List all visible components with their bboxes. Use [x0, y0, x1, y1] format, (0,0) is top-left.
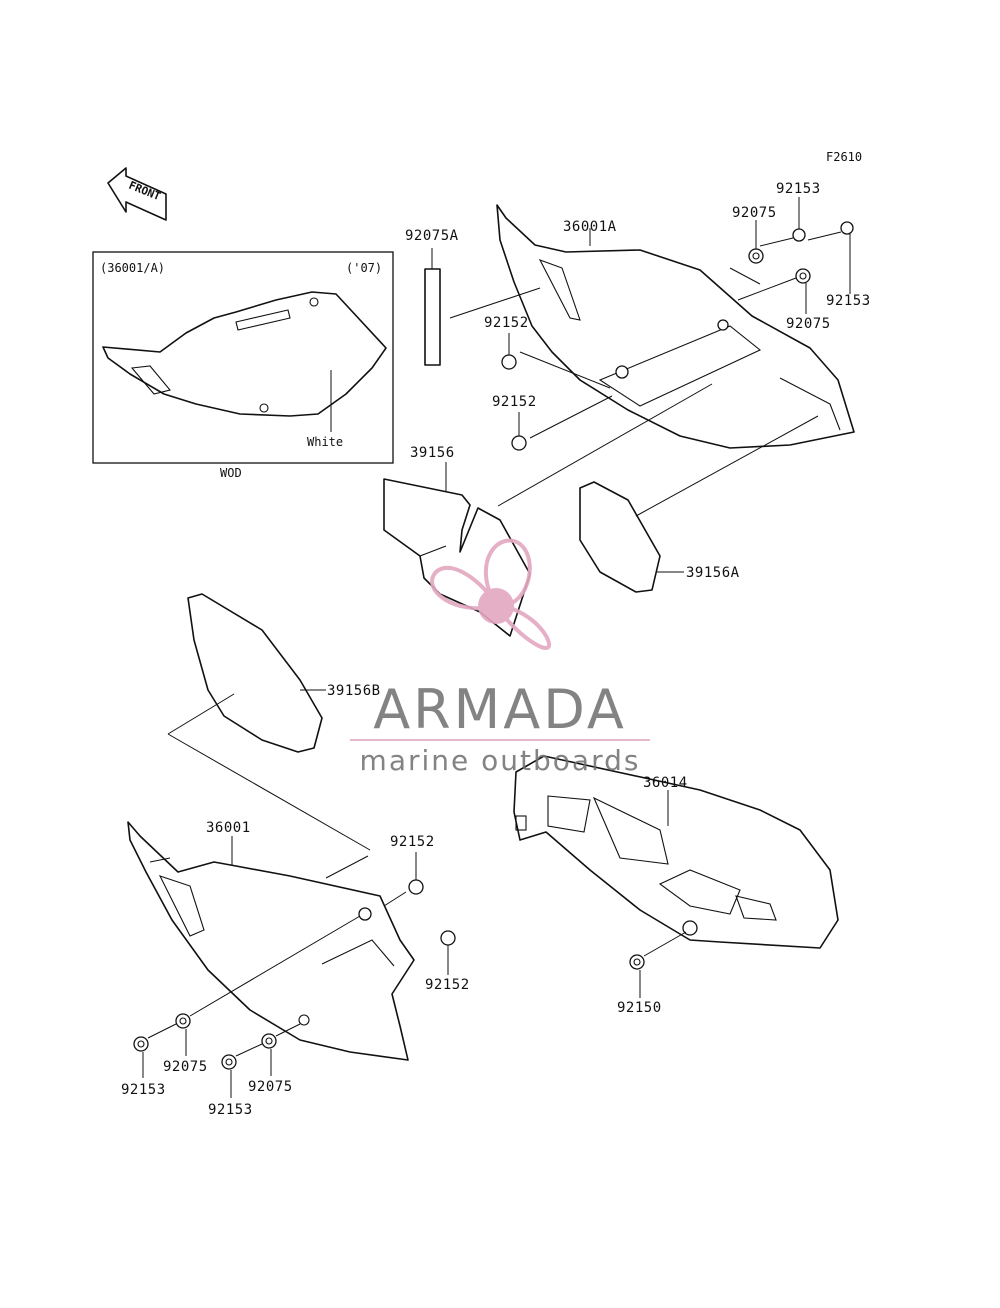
- propeller-logo-icon: [430, 538, 552, 650]
- hardware-top-right: [729, 197, 854, 314]
- callout-39156A: 39156A: [686, 565, 740, 581]
- callout-92075-top-right: 92075: [786, 316, 831, 332]
- grommet-bl-upper: [383, 852, 424, 907]
- watermark: ARMADA marine outboards: [350, 538, 650, 777]
- callout-92152-bl-upper: 92152: [390, 834, 435, 850]
- figure-code: F2610: [826, 150, 862, 164]
- inset-caption: WOD: [220, 466, 242, 480]
- part-36014: [513, 755, 839, 949]
- part-39156A: [579, 415, 819, 593]
- grommet-upper: [501, 333, 611, 389]
- callout-36014: 36014: [643, 775, 688, 791]
- callout-36001A: 36001A: [563, 219, 617, 235]
- callout-39156: 39156: [410, 445, 455, 461]
- inset-part-ref: (36001/A): [100, 261, 165, 275]
- callout-92153-top-left: 92153: [776, 181, 821, 197]
- part-36001A: [449, 204, 855, 449]
- grommet-lower: [511, 395, 613, 451]
- grommet-bl-lower: [440, 930, 456, 975]
- callout-39156B: 39156B: [327, 683, 381, 699]
- inset-box: (36001/A) ('07) White: [92, 251, 394, 464]
- part-39156B: [167, 593, 371, 851]
- inset-side-cover: [102, 291, 387, 417]
- part-92150: [629, 931, 687, 998]
- callout-92150: 92150: [617, 1000, 662, 1016]
- callout-92152-upper: 92152: [484, 315, 529, 331]
- callout-92075A: 92075A: [405, 228, 459, 244]
- inset-year: ('07): [346, 261, 382, 275]
- hardware-bottom-left: [133, 915, 361, 1098]
- watermark-tagline: marine outboards: [360, 744, 641, 777]
- callout-92152-lower: 92152: [492, 394, 537, 410]
- part-36001: [127, 821, 415, 1061]
- callout-36001: 36001: [206, 820, 251, 836]
- part-92075A: [424, 248, 441, 366]
- callout-92152-bl-lower: 92152: [425, 977, 470, 993]
- watermark-brand: ARMADA: [373, 678, 627, 741]
- callout-92075-bl-a: 92075: [163, 1059, 208, 1075]
- callout-92153-bl-b: 92153: [208, 1102, 253, 1118]
- callout-92153-bl-a: 92153: [121, 1082, 166, 1098]
- front-arrow-icon: FRONT: [107, 167, 167, 221]
- callout-92075-bl-b: 92075: [248, 1079, 293, 1095]
- inset-color-note: White: [307, 435, 343, 449]
- callout-92075-top: 92075: [732, 205, 777, 221]
- callout-92153-top-right: 92153: [826, 293, 871, 309]
